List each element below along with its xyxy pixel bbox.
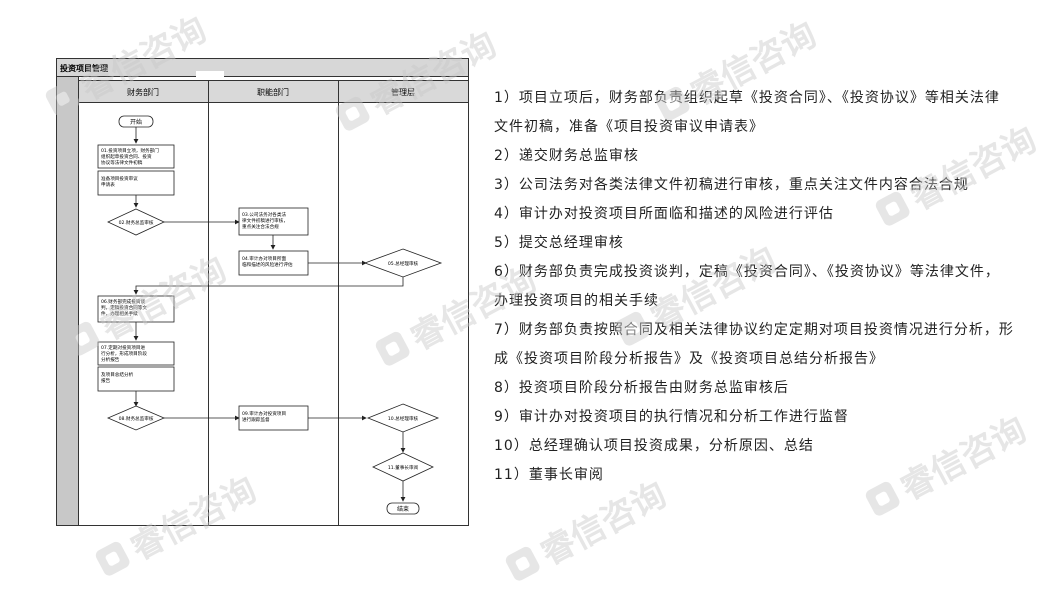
step-description-list: 1）项目立项后，财务部负责组织起草《投资合同》、《投资协议》等相关法律文件初稿，… bbox=[494, 84, 1014, 490]
process-node-04-text: 04.审计办对项目所面 临和描述的风险进行评估 bbox=[242, 255, 293, 268]
document-node-07b bbox=[97, 366, 175, 392]
step-item: 7）财务部负责按照合同及相关法律协议约定定期对项目投资情况进行分析，形成《投资项… bbox=[494, 322, 1014, 367]
step-item: 8）投资项目阶段分析报告由财务总监审核后 bbox=[494, 380, 789, 396]
document-node-01b-text: 准备项目投资审议 申请表 bbox=[101, 175, 139, 188]
decision-node-02 bbox=[107, 208, 165, 236]
process-node-03 bbox=[238, 207, 309, 236]
process-node-03-text: 03.公司法务对各类法 律文件初稿进行审核， 重点关注合法合规 bbox=[242, 211, 289, 230]
start-label: 开始 bbox=[130, 118, 142, 126]
lane-spine bbox=[56, 76, 79, 526]
watermark-logo-icon bbox=[93, 539, 132, 578]
process-node-07 bbox=[97, 341, 175, 366]
step-item: 3）公司法务对各类法律文件初稿进行审核，重点关注文件内容合法合规 bbox=[494, 177, 969, 193]
step-item: 6）财务部负责完成投资谈判，定稿《投资合同》、《投资协议》等法律文件，办理投资项… bbox=[494, 264, 1000, 309]
decision-node-10 bbox=[366, 403, 440, 433]
decision-node-02-label: 02.财务总监审核 bbox=[119, 219, 154, 226]
process-node-06 bbox=[97, 295, 175, 323]
process-node-09-text: 09.审计办对投资项目 进行跟踪监督 bbox=[242, 410, 288, 423]
decision-node-08-label: 08.财务总监审核 bbox=[119, 415, 154, 422]
decision-node-05-label: 05.总经理审核 bbox=[388, 260, 419, 267]
step-item: 4）审计办对投资项目所面临和描述的风险进行评估 bbox=[494, 206, 834, 222]
step-item: 1）项目立项后，财务部负责组织起草《投资合同》、《投资协议》等相关法律文件初稿，… bbox=[494, 90, 1000, 135]
decision-node-10-label: 10.总经理审核 bbox=[388, 415, 419, 422]
step-item: 2）递交财务总监审核 bbox=[494, 148, 639, 164]
decision-node-11-label: 11.董事长审阅 bbox=[388, 464, 419, 471]
lane-label-functional: 职能部门 bbox=[257, 87, 289, 97]
process-node-07-text: 07.定期对投资项目进 行分析，形成项目阶段 分析报告 bbox=[101, 344, 148, 363]
connector bbox=[133, 277, 404, 295]
lane-label-finance: 财务部门 bbox=[127, 87, 159, 97]
lane-header-management bbox=[338, 80, 469, 103]
lane-label-management: 管理层 bbox=[391, 87, 415, 97]
step-item: 10）总经理确认项目投资成果，分析原因、总结 bbox=[494, 438, 814, 454]
title-gap bbox=[196, 71, 224, 79]
process-node-09 bbox=[238, 405, 309, 431]
diagram-frame bbox=[56, 58, 469, 526]
decision-node-05 bbox=[363, 248, 443, 278]
start-node bbox=[118, 115, 154, 128]
process-node-06-text: 06.财务部完成投资谈 判，定稿投资合同等文 件，办理相关手续 bbox=[101, 298, 148, 317]
process-node-04 bbox=[238, 250, 309, 276]
step-item: 11）董事长审阅 bbox=[494, 467, 604, 483]
swimlane-flowchart: 投资项目管理 财务部门 职能部门 管理层 开始 01.投资项目立项，财务部门 组… bbox=[56, 58, 469, 526]
document-node-07b-text: 及项目总结分析 报告 bbox=[101, 371, 135, 384]
end-node bbox=[386, 502, 420, 515]
watermark-logo-icon bbox=[503, 544, 542, 583]
step-item: 5）提交总经理审核 bbox=[494, 235, 624, 251]
decision-node-11 bbox=[372, 452, 434, 482]
process-node-01-text: 01.投资项目立项，财务部门 组织起草投资合同、投资 协议等法律文件初稿 bbox=[101, 147, 160, 166]
decision-node-08 bbox=[106, 405, 166, 431]
process-node-01 bbox=[97, 144, 175, 169]
diagram-title: 投资项目管理 bbox=[60, 63, 108, 73]
title-bar bbox=[56, 58, 469, 77]
step-item: 9）审计办对投资项目的执行情况和分析工作进行监督 bbox=[494, 409, 849, 425]
document-node-01b bbox=[97, 170, 175, 196]
end-label: 结束 bbox=[397, 505, 409, 513]
